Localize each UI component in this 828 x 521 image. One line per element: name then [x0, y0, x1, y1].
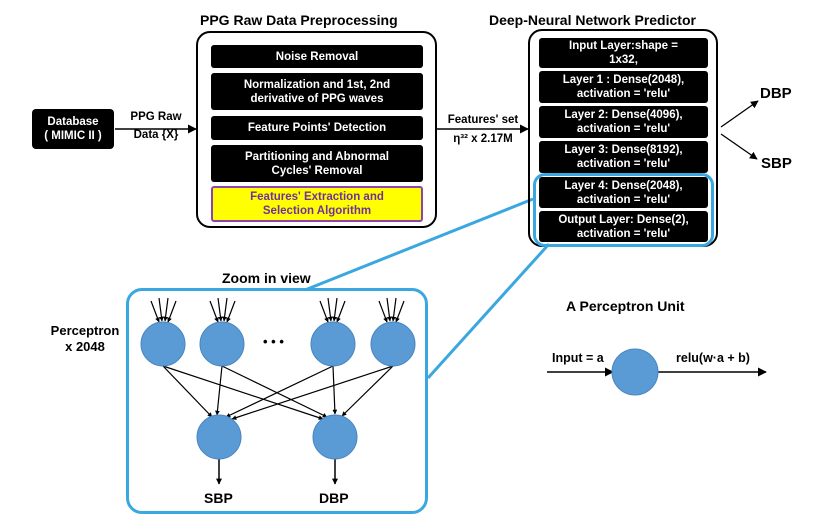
preprocessing-container [196, 31, 437, 228]
output-layer-block: Output Layer: Dense(2),activation = 'rel… [539, 211, 708, 242]
layer-4-block: Layer 4: Dense(2048),activation = 'relu' [539, 177, 708, 208]
perceptron-unit-node [611, 348, 659, 396]
ellipsis-label: • • • [263, 334, 284, 349]
layer-2-block: Layer 2: Dense(4096), activation = 'relu' [539, 106, 708, 138]
layer-4-line1: Layer 4: Dense(2048), [564, 179, 683, 192]
perceptron-node-2 [199, 321, 245, 367]
step-noise-removal: Noise Removal [211, 45, 423, 68]
ppg-raw-line2: Data {X} [133, 129, 179, 141]
layer-3-block: Layer 3: Dense(8192), activation = 'relu' [539, 141, 708, 173]
input-layer-block: Input Layer:shape = 1x32, [539, 38, 708, 68]
perceptron-count-line2: x 2048 [65, 339, 105, 354]
zoom-sbp-label: SBP [204, 490, 233, 506]
output-layer-line2: activation = 'relu' [576, 227, 671, 240]
perceptron-unit-title: A Perceptron Unit [566, 298, 685, 314]
database-block: Database ( MIMIC II ) [32, 109, 114, 149]
unit-input-label: Input = a [552, 351, 604, 365]
perceptron-node-3 [310, 321, 356, 367]
arrow-to-sbp [720, 133, 758, 160]
output-node-sbp [196, 414, 242, 460]
input-arrows [150, 297, 405, 323]
zoom-dbp-label: DBP [319, 490, 349, 506]
perceptron-connections [162, 365, 394, 420]
predictor-title: Deep-Neural Network Predictor [489, 12, 696, 28]
perceptron-count-label: Perceptron x 2048 [46, 323, 124, 355]
input-layer-line2: 1x32, [609, 54, 638, 66]
step-extraction-line2: Selection Algorithm [262, 205, 372, 217]
zoom-view-container [126, 288, 428, 514]
step-partitioning-line2: Cycles' Removal [271, 164, 363, 177]
output-dbp-label: DBP [760, 85, 792, 102]
step-extraction-line1: Features' Extraction and [250, 191, 384, 203]
ppg-raw-line1: PPG Raw [130, 111, 182, 123]
perceptron-node-4 [370, 321, 416, 367]
layer-3-line1: Layer 3: Dense(8192), [564, 144, 683, 156]
layer-2-line2: activation = 'relu' [576, 123, 671, 135]
zoom-highlight-box [533, 173, 714, 247]
perceptron-count-line1: Perceptron [50, 323, 120, 338]
layer-1-block: Layer 1 : Dense(2048), activation = 'relu… [539, 71, 708, 103]
layer-1-line2: activation = 'relu' [576, 88, 671, 100]
step-feature-points: Feature Points' Detection [211, 116, 423, 140]
output-layer-line1: Output Layer: Dense(2), [558, 213, 689, 226]
output-node-dbp [312, 414, 358, 460]
database-line1: Database [47, 116, 99, 128]
step-partitioning-line1: Partitioning and Abnormal [245, 150, 389, 163]
unit-output-label: relu(w·a + b) [676, 351, 750, 365]
layer-1-line1: Layer 1 : Dense(2048), [562, 74, 685, 86]
zoom-line-top [304, 197, 534, 292]
zoom-line-bottom [426, 242, 551, 380]
preprocessing-title: PPG Raw Data Preprocessing [200, 12, 398, 28]
step-normalization-line1: Normalization and 1st, 2nd [243, 78, 391, 91]
step-normalization-line2: derivative of PPG waves [250, 92, 384, 105]
database-line2: ( MIMIC II ) [44, 130, 102, 142]
layer-3-line2: activation = 'relu' [576, 158, 671, 170]
layer-4-line2: activation = 'relu' [576, 193, 671, 206]
features-set-line2: η³² x 2.17M [453, 133, 513, 145]
arrow-to-dbp [720, 100, 759, 128]
features-set-line1: Features' set [447, 114, 519, 126]
output-sbp-label: SBP [761, 155, 792, 172]
perceptron-node-1 [140, 321, 186, 367]
input-layer-line1: Input Layer:shape = [569, 40, 678, 52]
zoom-title: Zoom in view [222, 270, 311, 286]
ppg-raw-label: PPG Raw Data {X} [124, 110, 188, 142]
layer-2-line1: Layer 2: Dense(4096), [564, 109, 683, 121]
features-set-label: Features' set η³² x 2.17M [441, 113, 525, 146]
